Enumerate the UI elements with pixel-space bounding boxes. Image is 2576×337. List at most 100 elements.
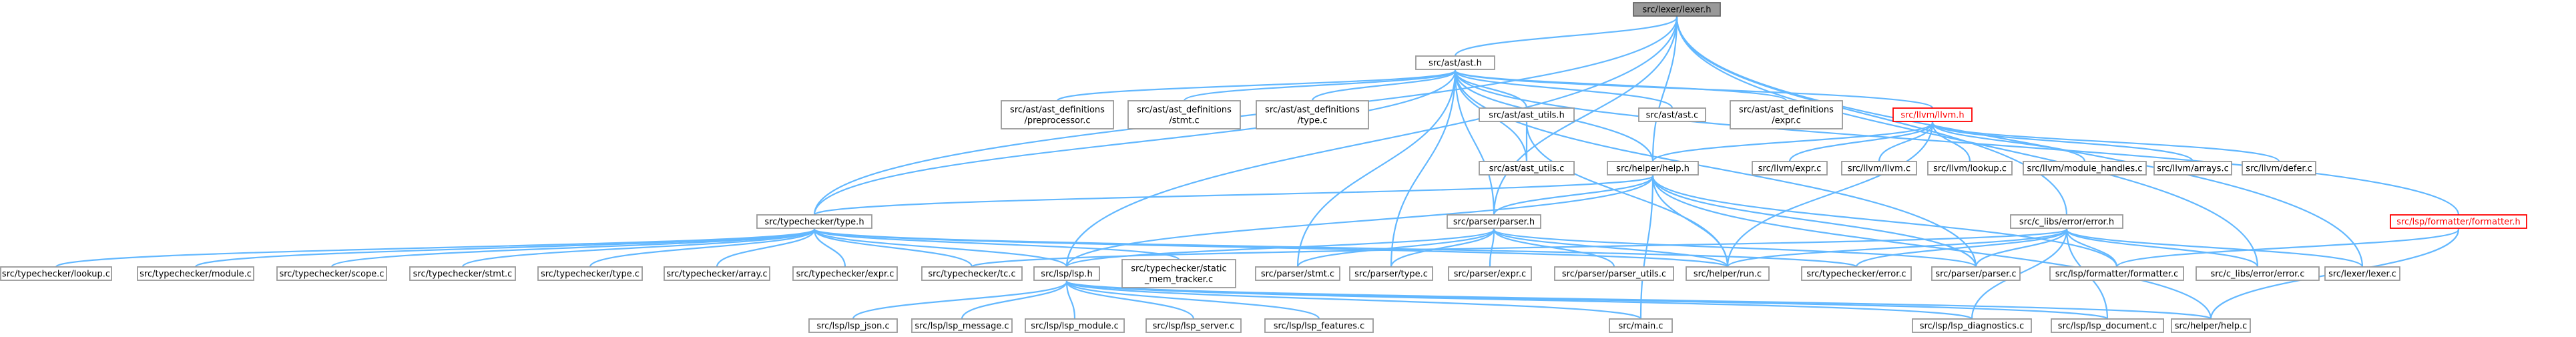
edge-parser_h-to-parser_type: [1390, 220, 1499, 268]
edge-ast_h-to-llvm_h: [1449, 61, 1934, 109]
node-src-lexer-lexer-h[interactable]: src/lexer/lexer.h: [1633, 2, 1721, 17]
node-box: [1927, 161, 2013, 176]
node-label: src/parser/type.c: [1354, 270, 1428, 280]
node-box: [1145, 318, 1242, 333]
node-src-c-libs-error-error-h[interactable]: src/c_libs/error/error.h: [2010, 214, 2123, 229]
node-src-typechecker-stmt-c[interactable]: src/typechecker/stmt.c: [409, 266, 516, 281]
node-src-helper-help-h[interactable]: src/helper/help.h: [1607, 161, 1699, 176]
node-box: [2049, 266, 2184, 281]
edge-typechecker_h-to-tc_tc: [809, 220, 973, 268]
node-box: [911, 318, 1013, 333]
node-src-typechecker-type-h[interactable]: src/typechecker/type.h: [756, 214, 872, 229]
node-src-typechecker-lookup-c[interactable]: src/typechecker/lookup.c: [0, 266, 112, 281]
node-src-lsp-lsp-json-c[interactable]: src/lsp/lsp_json.c: [808, 318, 898, 333]
edge-c_libs_error_h-to-tc_error: [1855, 220, 2072, 268]
node-src-lsp-lsp-server-c[interactable]: src/lsp/lsp_server.c: [1145, 318, 1242, 333]
node-src-llvm-module-handles-c[interactable]: src/llvm/module_handles.c: [2023, 161, 2147, 176]
node-box: [1349, 266, 1433, 281]
node-src-main-c[interactable]: src/main.c: [1609, 318, 1673, 333]
node-src-typechecker-tc-c[interactable]: src/typechecker/tc.c: [921, 266, 1023, 281]
edge-parser_h-to-lsp_h: [1065, 220, 1500, 268]
node-label: /stmt.c: [1169, 116, 1199, 126]
node-box: [137, 266, 254, 281]
node-src-llvm-llvm-c[interactable]: src/llvm/llvm.c: [1841, 161, 1917, 176]
edge-ast_h-to-ast_utils_h: [1450, 61, 1528, 109]
node-src-typechecker-type-c[interactable]: src/typechecker/type.c: [537, 266, 643, 281]
edge-llvm_h-to-llvm_expr: [1788, 113, 1938, 162]
node-label: src/ast/ast_definitions: [1137, 105, 1232, 115]
node-label: /type.c: [1298, 116, 1328, 126]
edge-typechecker_h-to-tc_error: [808, 220, 1858, 268]
edge-helper_h-to-helper_run: [1647, 167, 1729, 268]
node-src-llvm-expr-c[interactable]: src/llvm/expr.c: [1752, 161, 1828, 176]
node-label: src/lsp/lsp_document.c: [2058, 322, 2157, 332]
node-box: [1912, 318, 2032, 333]
node-src-parser-parser-c[interactable]: src/parser/parser.c: [1931, 266, 2021, 281]
node-src-lsp-formatter-formatter-h[interactable]: src/lsp/formatter/formatter.h: [2390, 214, 2527, 229]
edge-ast_h-to-ast_def_type: [1311, 61, 1461, 101]
node-src-lsp-lsp-diagnostics-c[interactable]: src/lsp/lsp_diagnostics.c: [1912, 318, 2032, 333]
node-src-lsp-lsp-document-c[interactable]: src/lsp/lsp_document.c: [2051, 318, 2164, 333]
node-src-parser-type-c[interactable]: src/parser/type.c: [1349, 266, 1433, 281]
node-src-typechecker-static-mem-tracker-c[interactable]: src/typechecker/static_mem_tracker.c: [1121, 259, 1236, 288]
node-src-typechecker-array-c[interactable]: src/typechecker/array.c: [664, 266, 770, 281]
edge-typechecker_h-to-tc_type: [589, 220, 820, 268]
node-src-lsp-lsp-module-c[interactable]: src/lsp/lsp_module.c: [1025, 318, 1125, 333]
node-box: [0, 266, 112, 281]
edge-lsp_h-to-helper_c: [1061, 272, 2212, 320]
node-box: [1633, 2, 1721, 17]
node-src-llvm-llvm-h[interactable]: src/llvm/llvm.h: [1892, 107, 1973, 122]
node-src-typechecker-error-c[interactable]: src/typechecker/error.c: [1801, 266, 1912, 281]
node-src-typechecker-module-c[interactable]: src/typechecker/module.c: [137, 266, 254, 281]
node-src-lsp-formatter-formatter-c[interactable]: src/lsp/formatter/formatter.c: [2049, 266, 2184, 281]
node-box: [1264, 318, 1374, 333]
node-src-ast-ast-definitions-preprocessor-c[interactable]: src/ast/ast_definitions/preprocessor.c: [1001, 100, 1114, 129]
edge-lsp_h-to-lsp_server: [1061, 272, 1195, 320]
node-box: [1607, 161, 1699, 176]
node-label: src/llvm/defer.c: [2246, 164, 2312, 174]
edge-parser_h-to-helper_run: [1489, 220, 1729, 268]
node-label: src/typechecker/scope.c: [279, 270, 384, 280]
edge-typechecker_h-to-tc_scope: [330, 220, 820, 268]
node-label: src/typechecker/error.c: [1806, 270, 1906, 280]
node-src-typechecker-expr-c[interactable]: src/typechecker/expr.c: [792, 266, 898, 281]
node-label: src/llvm/lookup.c: [1933, 164, 2007, 174]
node-src-llvm-lookup-c[interactable]: src/llvm/lookup.c: [1927, 161, 2013, 176]
node-src-ast-ast-c[interactable]: src/ast/ast.c: [1638, 107, 1706, 122]
node-src-lsp-lsp-features-c[interactable]: src/lsp/lsp_features.c: [1264, 318, 1374, 333]
node-box: [2242, 161, 2316, 176]
node-label: src/parser/stmt.c: [1261, 270, 1334, 280]
node-src-parser-parser-h[interactable]: src/parser/parser.h: [1447, 214, 1541, 229]
node-src-lexer-lexer-c[interactable]: src/lexer/lexer.c: [2324, 266, 2400, 281]
node-src-lsp-lsp-message-c[interactable]: src/lsp/lsp_message.c: [911, 318, 1013, 333]
node-label: src/typechecker/expr.c: [796, 270, 894, 280]
node-src-ast-ast-utils-h[interactable]: src/ast/ast_utils.h: [1479, 107, 1575, 122]
node-src-llvm-defer-c[interactable]: src/llvm/defer.c: [2242, 161, 2316, 176]
node-src-parser-stmt-c[interactable]: src/parser/stmt.c: [1255, 266, 1340, 281]
node-src-ast-ast-definitions-type-c[interactable]: src/ast/ast_definitions/type.c: [1256, 100, 1369, 129]
node-box: [1127, 100, 1241, 129]
node-src-ast-ast-definitions-expr-c[interactable]: src/ast/ast_definitions/expr.c: [1730, 100, 1843, 129]
node-src-parser-parser-utils-c[interactable]: src/parser/parser_utils.c: [1554, 266, 1674, 281]
node-src-ast-ast-h[interactable]: src/ast/ast.h: [1415, 55, 1495, 70]
node-src-helper-run-c[interactable]: src/helper/run.c: [1686, 266, 1770, 281]
node-box: [2153, 161, 2232, 176]
node-src-ast-ast-utils-c[interactable]: src/ast/ast_utils.c: [1479, 161, 1575, 176]
node-label: /preprocessor.c: [1024, 116, 1090, 126]
node-label: /expr.c: [1772, 116, 1801, 126]
edge-ast_h-to-parser_type: [1390, 61, 1461, 268]
node-src-llvm-arrays-c[interactable]: src/llvm/arrays.c: [2153, 161, 2232, 176]
edge-lexer_h-to-ast_h: [1454, 8, 1682, 57]
edge-llvm_h-to-llvm_lookup: [1927, 113, 1971, 162]
node-box: [1025, 318, 1125, 333]
node-label: src/typechecker/static: [1131, 264, 1226, 274]
node-label: src/typechecker/module.c: [140, 270, 252, 280]
edge-lexer_h-to-typechecker_h: [813, 8, 1682, 216]
node-src-c-libs-error-error-c[interactable]: src/c_libs/error/error.c: [2196, 266, 2320, 281]
node-src-lsp-lsp-h[interactable]: src/lsp/lsp.h: [1033, 266, 1100, 281]
node-src-parser-expr-c[interactable]: src/parser/expr.c: [1448, 266, 1532, 281]
node-src-ast-ast-definitions-stmt-c[interactable]: src/ast/ast_definitions/stmt.c: [1127, 100, 1241, 129]
node-src-typechecker-scope-c[interactable]: src/typechecker/scope.c: [276, 266, 387, 281]
edge-llvm_h-to-helper_h: [1651, 113, 1938, 162]
node-src-helper-help-c[interactable]: src/helper/help.c: [2171, 318, 2251, 333]
